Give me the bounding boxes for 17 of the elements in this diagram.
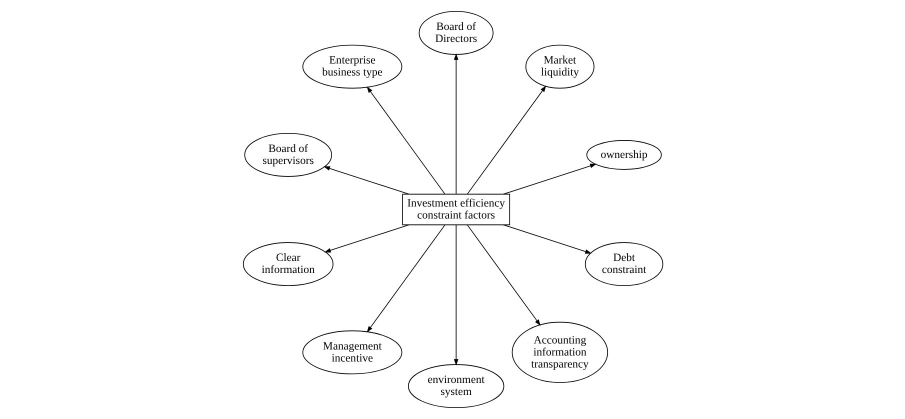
arrow bbox=[453, 224, 458, 366]
arrow bbox=[466, 86, 546, 194]
arrow bbox=[502, 164, 596, 195]
arrow bbox=[466, 224, 540, 326]
node-ellipse: environment system bbox=[408, 364, 504, 408]
arrow bbox=[366, 224, 445, 332]
node-ellipse: Enterprise business type bbox=[302, 44, 402, 89]
arrow bbox=[324, 224, 409, 252]
node-ellipse: Accounting information transparency bbox=[511, 322, 608, 383]
node-ellipse: Board of Directors bbox=[418, 10, 493, 55]
arrow bbox=[323, 166, 409, 195]
arrow bbox=[502, 224, 592, 254]
node-ellipse: Management incentive bbox=[302, 330, 402, 374]
arrow bbox=[453, 53, 458, 195]
node-ellipse: Market liquidity bbox=[524, 44, 594, 89]
node-box: Investment efficiency constraint factors bbox=[402, 194, 510, 226]
arrow bbox=[366, 86, 445, 194]
